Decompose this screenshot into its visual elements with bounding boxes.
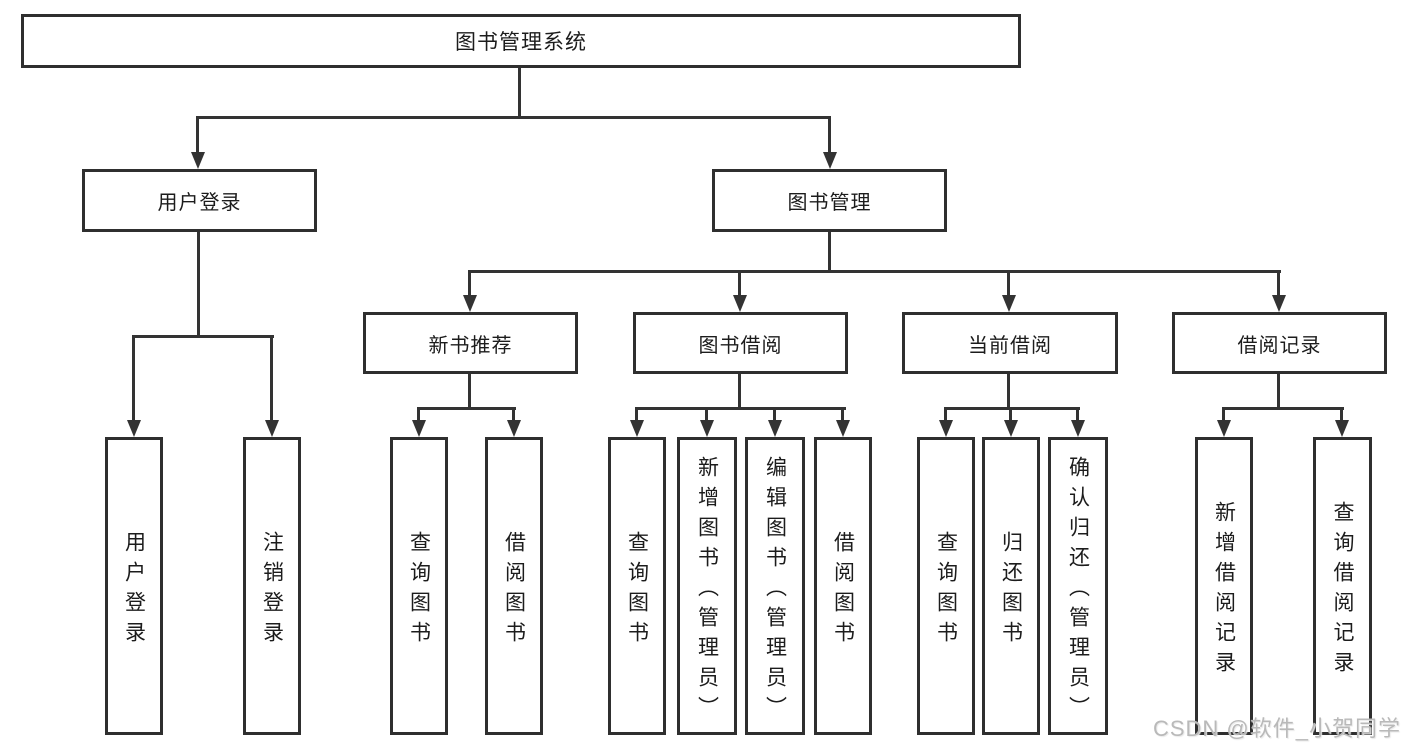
connector-new-book-recommend-horizontal [418, 407, 516, 410]
leaf-logout: 注销登录 [243, 437, 301, 735]
connector-stem-return-books [1009, 407, 1012, 421]
node-book-borrow: 图书借阅 [633, 312, 848, 374]
node-book-borrow-label: 图书借阅 [698, 334, 783, 357]
node-user-login: 用户登录 [82, 169, 317, 232]
leaf-query-books-2: 查询图书 [608, 437, 666, 735]
connector-stem-user-login [196, 116, 199, 153]
connector-book-borrow-trunk [738, 374, 741, 409]
arrowhead-user-login-leaf [127, 420, 141, 437]
node-new-book-recommend-label: 新书推荐 [428, 334, 513, 357]
connector-stem-current-borrow [1007, 270, 1010, 296]
connector-stem-user-login-leaf [132, 335, 135, 421]
node-borrow-records: 借阅记录 [1172, 312, 1387, 374]
arrowhead-user-login [191, 152, 205, 169]
connector-stem-query-borrow-record [1340, 407, 1343, 421]
node-borrow-records-label: 借阅记录 [1237, 334, 1322, 357]
node-new-book-recommend: 新书推荐 [363, 312, 578, 374]
leaf-query-books-3: 查询图书 [917, 437, 975, 735]
leaf-edit-books-admin: 编辑图书（管理员） [745, 437, 805, 735]
connector-stem-add-books-admin [705, 407, 708, 421]
node-user-login-label: 用户登录 [157, 192, 242, 214]
connector-current-borrow-horizontal [945, 407, 1080, 410]
connector-current-borrow-trunk [1007, 374, 1010, 409]
leaf-confirm-return-admin: 确认归还（管理员） [1048, 437, 1108, 735]
node-root-label: 图书管理系统 [455, 31, 587, 54]
connector-stem-book-borrow [738, 270, 741, 296]
node-book-management-label: 图书管理 [787, 192, 872, 214]
connector-user-login-trunk [197, 232, 200, 338]
connector-stem-add-borrow-record [1222, 407, 1225, 421]
node-current-borrow-label: 当前借阅 [968, 334, 1052, 357]
connector-book-borrow-horizontal [636, 407, 846, 410]
connector-level3-horizontal [469, 270, 1281, 273]
node-current-borrow: 当前借阅 [902, 312, 1118, 374]
connector-new-book-recommend-trunk [468, 374, 471, 409]
leaf-return-books: 归还图书 [982, 437, 1040, 735]
leaf-borrow-books-2: 借阅图书 [814, 437, 872, 735]
arrowhead-query-books-1 [412, 420, 426, 437]
connector-stem-borrow-books-2 [841, 407, 844, 421]
connector-stem-book-management [828, 116, 831, 153]
connector-book-management-trunk [828, 232, 831, 273]
connector-stem-new-book-recommend [468, 270, 471, 296]
connector-stem-query-books-2 [635, 407, 638, 421]
arrowhead-book-management [823, 152, 837, 169]
arrowhead-new-book-recommend [463, 295, 477, 312]
arrowhead-borrow-books-1 [507, 420, 521, 437]
arrowhead-confirm-return [1071, 420, 1085, 437]
csdn-watermark: CSDN @软件_小贺同学 [1152, 716, 1401, 741]
arrowhead-add-borrow-record [1217, 420, 1231, 437]
arrowhead-query-books-3 [939, 420, 953, 437]
connector-root-trunk [518, 68, 521, 119]
leaf-user-login: 用户登录 [105, 437, 163, 735]
arrowhead-return-books [1004, 420, 1018, 437]
arrowhead-logout [265, 420, 279, 437]
connector-borrow-records-horizontal [1223, 407, 1344, 410]
leaf-borrow-books-1: 借阅图书 [485, 437, 543, 735]
node-root: 图书管理系统 [21, 14, 1021, 68]
leaf-add-borrow-record: 新增借阅记录 [1195, 437, 1253, 735]
leaf-add-books-admin: 新增图书（管理员） [677, 437, 737, 735]
arrowhead-add-books-admin [700, 420, 714, 437]
connector-borrow-records-trunk [1277, 374, 1280, 409]
connector-stem-edit-books-admin [773, 407, 776, 421]
leaf-query-borrow-record: 查询借阅记录 [1313, 437, 1372, 735]
connector-stem-borrow-books-1 [512, 407, 515, 421]
arrowhead-borrow-books-2 [836, 420, 850, 437]
connector-user-login-horizontal [133, 335, 274, 338]
leaf-query-books-1: 查询图书 [390, 437, 448, 735]
connector-stem-query-books-3 [944, 407, 947, 421]
connector-level1-horizontal [197, 116, 831, 119]
node-book-management: 图书管理 [712, 169, 947, 232]
connector-stem-borrow-records [1277, 270, 1280, 296]
arrowhead-current-borrow [1002, 295, 1016, 312]
connector-stem-query-books-1 [417, 407, 420, 421]
arrowhead-query-books-2 [630, 420, 644, 437]
arrowhead-borrow-records [1272, 295, 1286, 312]
connector-stem-logout [270, 335, 273, 421]
arrowhead-edit-books-admin [768, 420, 782, 437]
arrowhead-book-borrow [733, 295, 747, 312]
connector-stem-confirm-return [1076, 407, 1079, 421]
arrowhead-query-borrow-record [1335, 420, 1349, 437]
